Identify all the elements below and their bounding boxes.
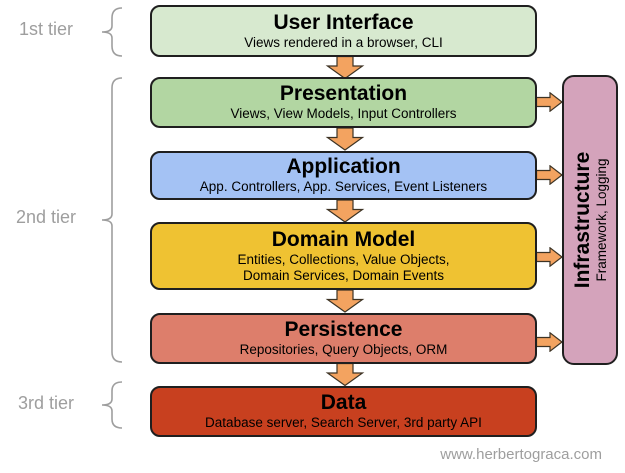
arrow-down-icon [325,289,365,313]
arrow-right-icon [536,92,563,112]
layer-box-domain-model: Domain Model Entities, Collections, Valu… [150,222,537,290]
layer-title: Domain Model [271,227,416,251]
layer-subtitle: Database server, Search Server, 3rd part… [205,415,482,431]
layer-title: Infrastructure [570,151,594,289]
layer-box-user-interface: User Interface Views rendered in a brows… [150,5,537,57]
layer-title: Presentation [279,82,408,106]
layer-subtitle: App. Controllers, App. Services, Event L… [199,179,488,195]
layer-title: Data [320,391,367,415]
arrow-right-icon [536,332,563,352]
layer-box-persistence: Persistence Repositories, Query Objects,… [150,313,537,364]
layer-title: Application [286,155,401,179]
layer-subtitle: Framework, Logging [593,158,609,282]
layer-subtitle: Views, View Models, Input Controllers [230,106,457,122]
layer-subtitle: Views rendered in a browser, CLI [244,34,443,50]
tier-brace-1st-icon [96,7,126,62]
layer-subtitle: Domain Services, Domain Events [242,268,445,283]
arrow-down-icon [325,363,365,386]
layer-subtitle: Entities, Collections, Value Objects, [237,251,450,267]
layer-title: Persistence [284,318,403,342]
tier-label-1st: 1st tier [18,19,74,39]
tier-label-3rd: 3rd tier [17,393,75,413]
layer-box-infrastructure [562,75,618,365]
layer-title: User Interface [273,10,414,34]
arrow-right-icon [536,165,563,185]
infrastructure-label: Infrastructure Framework, Logging [562,75,618,365]
tier-label-2nd: 2nd tier [15,207,77,227]
arrow-down-icon [325,199,365,223]
watermark-url: www.herbertograca.com [440,446,602,463]
arrow-down-icon [325,56,365,79]
layer-subtitle: Repositories, Query Objects, ORM [239,342,448,358]
layer-box-application: Application App. Controllers, App. Servi… [150,151,537,200]
arrow-right-icon [536,247,563,267]
arrow-down-icon [325,127,365,151]
layer-box-presentation: Presentation Views, View Models, Input C… [150,77,537,128]
tier-brace-2nd-icon [96,77,126,368]
layer-box-data: Data Database server, Search Server, 3rd… [150,386,537,437]
tier-brace-3rd-icon [96,381,126,434]
